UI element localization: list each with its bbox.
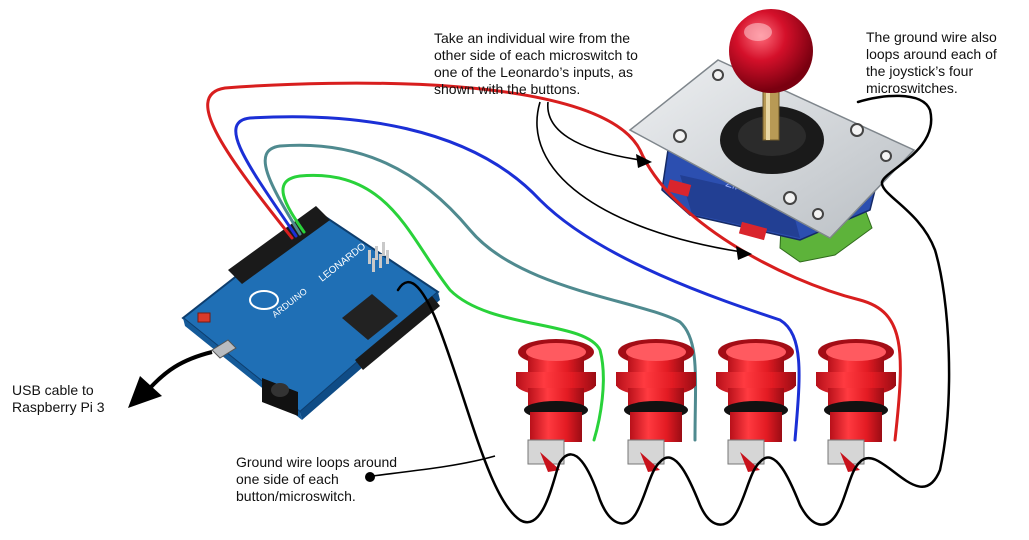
microcontroller-chip <box>342 294 398 340</box>
ground-note-dot <box>365 472 375 482</box>
arcade-buttons <box>516 339 896 472</box>
wire-blue <box>234 115 801 442</box>
note-joystick-wires: Take an individual wire from the other s… <box>434 30 638 97</box>
wire-teal <box>263 143 698 442</box>
reset-button <box>197 312 211 323</box>
usb-connector <box>211 339 237 359</box>
arcade-button-2 <box>616 339 696 472</box>
joystick-ball <box>729 9 813 93</box>
arrow-to-joystick-upper <box>547 101 641 161</box>
digital-header <box>228 206 330 284</box>
arcade-button-3 <box>716 339 796 472</box>
power-header <box>355 296 440 370</box>
arrowhead-joystick-lower <box>736 246 752 260</box>
arduino-logo <box>249 290 279 310</box>
wire-green <box>281 173 605 442</box>
arduino-leonardo-board: ARDUINO LEONARDO <box>181 206 440 420</box>
joystick-microswitch <box>738 221 768 241</box>
note-usb-cable: USB cable to Raspberry Pi 3 <box>12 382 105 415</box>
arrowhead-usb <box>128 376 162 408</box>
annotation-arrows <box>148 101 743 477</box>
arrow-ground-note <box>371 455 496 477</box>
arrowhead-joystick-upper <box>636 154 652 168</box>
signal-wires <box>206 81 902 442</box>
note-button-ground: Ground wire loops around one side of eac… <box>236 454 398 504</box>
note-joystick-ground: The ground wire also loops around each o… <box>866 29 997 96</box>
icsp-pins <box>368 242 389 272</box>
arrow-usb <box>148 350 213 390</box>
wire-red <box>206 81 902 442</box>
ground-wire <box>396 94 951 526</box>
joystick: ZIPPYY <box>628 9 916 263</box>
joystick-microswitch <box>666 179 692 197</box>
arcade-button-4 <box>816 339 896 472</box>
board-pcb <box>181 210 440 414</box>
arrow-to-joystick-lower <box>536 101 743 253</box>
arcade-button-1 <box>516 339 596 472</box>
